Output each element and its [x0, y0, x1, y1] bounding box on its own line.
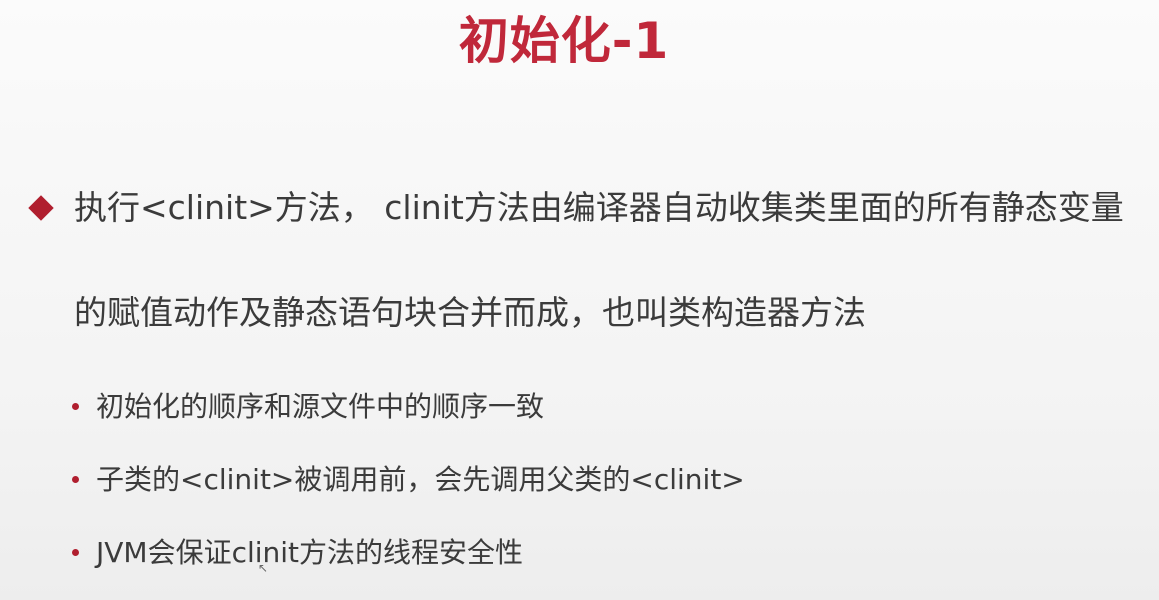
sub-bullet-item: 初始化的顺序和源文件中的顺序一致	[72, 380, 1072, 453]
sub-bullet-item: 子类的<clinit>被调用前，会先调用父类的<clinit>	[72, 453, 1072, 526]
sub-bullet-list: 初始化的顺序和源文件中的顺序一致 子类的<clinit>被调用前，会先调用父类的…	[72, 380, 1072, 599]
diamond-bullet-icon	[28, 195, 54, 221]
slide-title: 初始化-1	[458, 12, 670, 70]
sub-bullet-text: JVM会保证clinit方法的线程安全性	[96, 536, 524, 569]
dot-bullet-icon	[72, 476, 79, 483]
sub-bullet-text: 初始化的顺序和源文件中的顺序一致	[96, 390, 545, 423]
dot-bullet-icon	[72, 403, 79, 410]
sub-bullet-text: 子类的<clinit>被调用前，会先调用父类的<clinit>	[96, 463, 745, 496]
main-bullet-text: 执行<clinit>方法， clinit方法由编译器自动收集类里面的所有静态变量…	[74, 188, 1124, 332]
sub-bullet-item: JVM会保证clinit方法的线程安全性	[72, 526, 1072, 599]
dot-bullet-icon	[72, 549, 79, 556]
mouse-cursor-icon: ↖	[258, 561, 269, 575]
